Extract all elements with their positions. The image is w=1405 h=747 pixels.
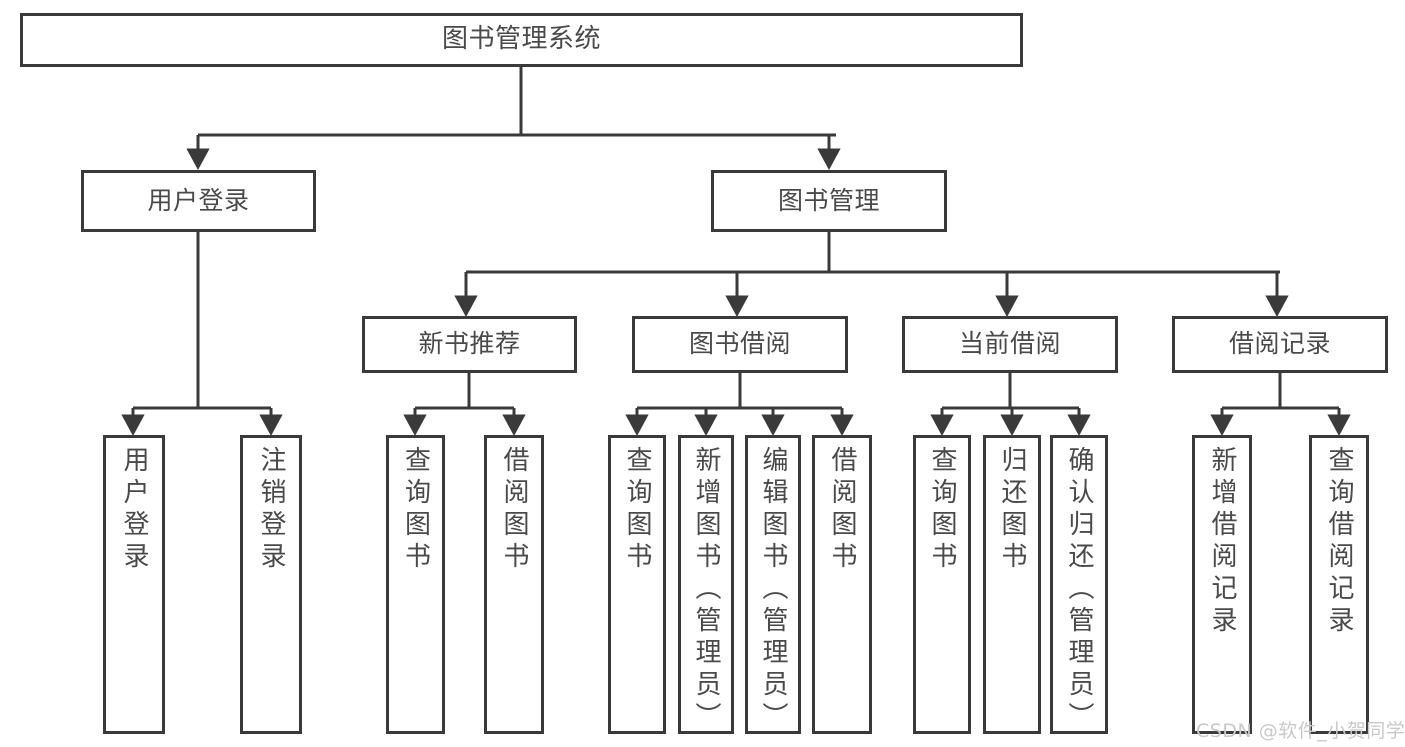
node-leaf-query-book-borrow[interactable]: 查询图书 [608, 435, 666, 734]
node-leaf-confirm-return-admin[interactable]: 确认归还（管理员） [1050, 435, 1108, 734]
node-label: 查询图书 [622, 446, 652, 574]
node-label: 当前借阅 [958, 329, 1061, 359]
node-book-borrow[interactable]: 图书借阅 [632, 316, 848, 373]
node-label: 查询借阅记录 [1324, 446, 1354, 638]
node-leaf-add-borrow-record[interactable]: 新增借阅记录 [1192, 435, 1252, 734]
node-label: 编辑图书（管理员） [758, 446, 788, 734]
node-leaf-query-borrow-record[interactable]: 查询借阅记录 [1309, 435, 1369, 734]
node-label: 图书管理 [777, 185, 880, 215]
node-book-management[interactable]: 图书管理 [711, 170, 947, 232]
node-leaf-edit-book-admin[interactable]: 编辑图书（管理员） [745, 435, 801, 734]
node-leaf-add-book-admin[interactable]: 新增图书（管理员） [678, 435, 734, 734]
node-leaf-borrow-book-recommend[interactable]: 借阅图书 [484, 435, 544, 734]
node-leaf-user-login[interactable]: 用户登录 [103, 435, 165, 734]
node-label: 新增借阅记录 [1207, 446, 1237, 638]
node-label: 新书推荐 [418, 329, 521, 359]
node-label: 图书管理系统 [441, 24, 601, 55]
node-leaf-user-logout[interactable]: 注销登录 [240, 435, 302, 734]
node-leaf-query-book-recommend[interactable]: 查询图书 [386, 435, 445, 734]
node-new-book-recommend[interactable]: 新书推荐 [362, 316, 577, 373]
node-label: 确认归还（管理员） [1064, 446, 1094, 734]
node-label: 借阅图书 [499, 446, 529, 574]
watermark: CSDN @软件_小贺同学 [1196, 720, 1405, 742]
node-label: 借阅图书 [827, 446, 857, 574]
node-label: 用户登录 [147, 185, 250, 215]
node-label: 归还图书 [997, 446, 1027, 574]
node-current-borrow[interactable]: 当前借阅 [902, 316, 1118, 373]
node-leaf-borrow-book[interactable]: 借阅图书 [812, 435, 872, 734]
node-label: 查询图书 [927, 446, 957, 574]
node-root-system[interactable]: 图书管理系统 [20, 13, 1023, 67]
node-leaf-query-book-current[interactable]: 查询图书 [913, 435, 971, 734]
node-label: 新增图书（管理员） [691, 446, 721, 734]
node-label: 用户登录 [119, 446, 149, 574]
node-user-login[interactable]: 用户登录 [81, 170, 316, 232]
node-leaf-return-book[interactable]: 归还图书 [983, 435, 1041, 734]
node-borrow-record[interactable]: 借阅记录 [1172, 316, 1388, 373]
node-label: 图书借阅 [688, 329, 791, 359]
node-label: 注销登录 [256, 446, 286, 574]
node-label: 借阅记录 [1228, 329, 1331, 359]
node-label: 查询图书 [400, 446, 431, 574]
